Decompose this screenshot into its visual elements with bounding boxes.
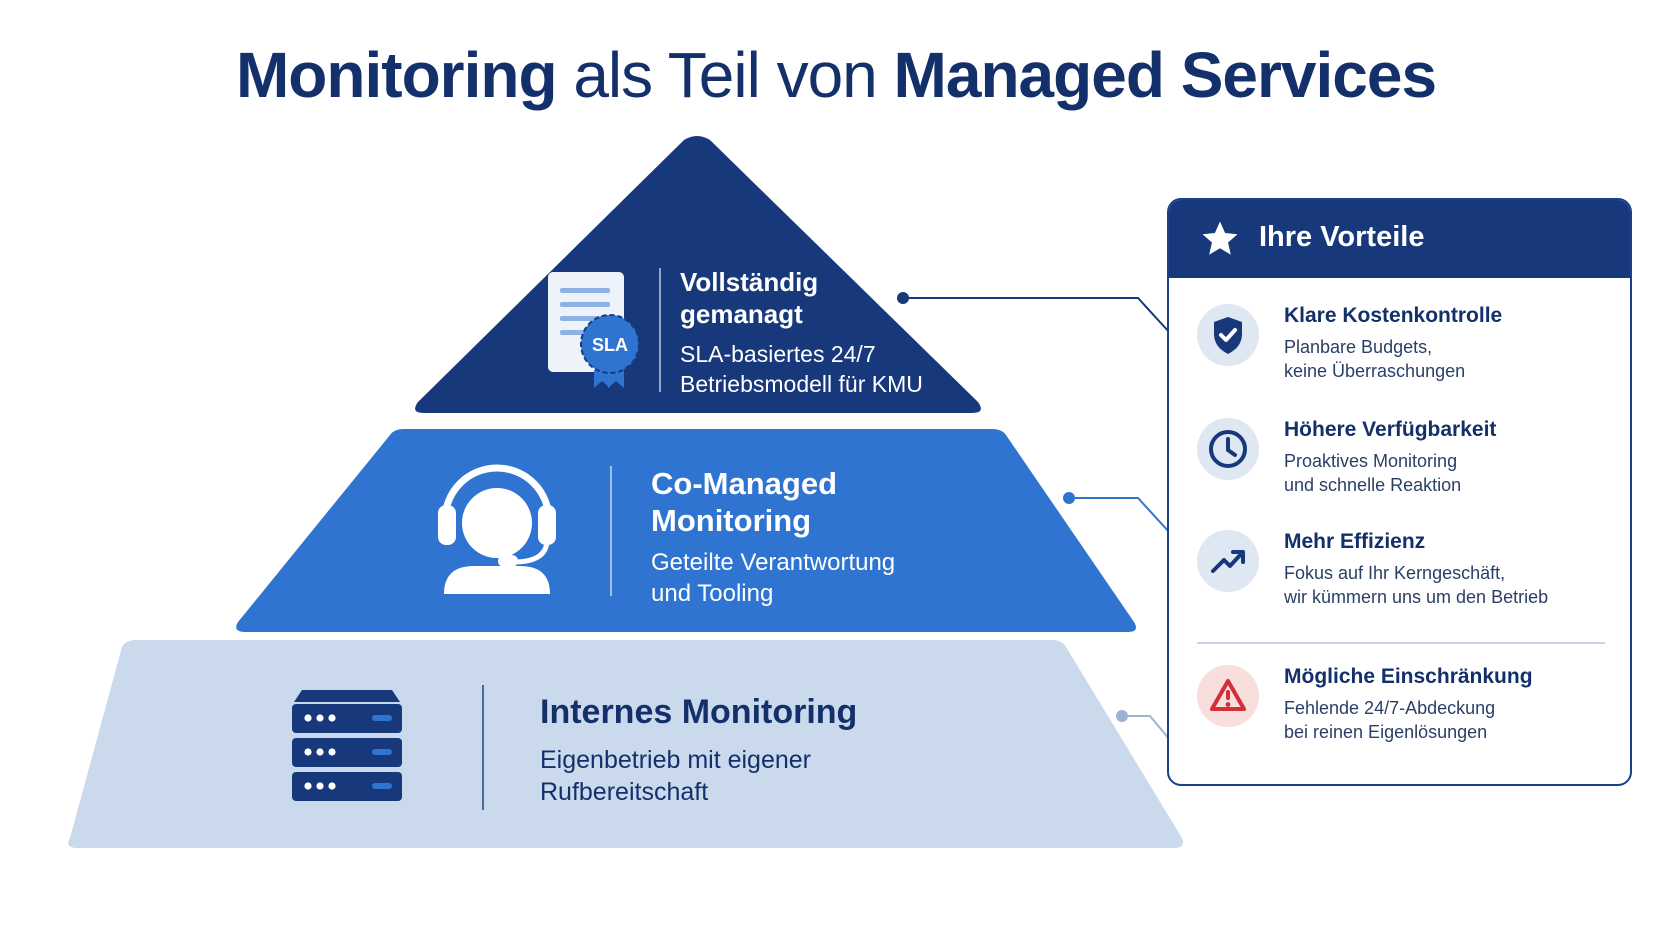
tier-fully-managed-heading-line1: Vollständig [680, 267, 819, 297]
benefit-efficiency-line1: Fokus auf Ihr Kerngeschäft, [1284, 563, 1506, 583]
tier-co-managed-description-line2: und Tooling [651, 580, 774, 607]
server-rack-icon [292, 690, 402, 801]
benefits-divider [1197, 642, 1605, 644]
shield-check-icon [1197, 304, 1259, 366]
benefit-efficiency-text: Fokus auf Ihr Kerngeschäft, wir kümmern … [1284, 561, 1548, 609]
sla-document-icon [548, 272, 640, 388]
tier-internal-description: Eigenbetrieb mit eigener Rufbereitschaft [540, 744, 811, 808]
connector-middle [1069, 497, 1171, 534]
connector-top [903, 297, 1171, 334]
star-icon [1199, 218, 1241, 265]
title-part-middle: als Teil von [556, 39, 894, 111]
warning-icon [1197, 665, 1259, 727]
connector-middle-dot [1063, 492, 1075, 504]
tier-co-managed-description-line1: Geteilte Verantwortung [651, 549, 896, 576]
benefits-panel: Ihre Vorteile Klare Kostenkontrolle Plan… [1167, 198, 1632, 786]
tier-fully-managed-description-line1: SLA-basiertes 24/7 [680, 341, 876, 367]
limitation-line2: bei reinen Eigenlösungen [1284, 722, 1488, 742]
benefit-cost-control-line2: keine Überraschungen [1284, 361, 1466, 381]
tier-fully-managed-description: SLA-basiertes 24/7 Betriebsmodell für KM… [680, 339, 923, 399]
title-part-monitoring: Monitoring [235, 39, 558, 111]
benefits-panel-title: Ihre Vorteile [1259, 221, 1425, 253]
benefit-availability-line1: Proaktives Monitoring [1284, 451, 1458, 471]
page-title: Monitoring als Teil von Managed Services [0, 38, 1672, 112]
connector-bottom-dot [1116, 710, 1128, 722]
benefit-cost-control-heading: Klare Kostenkontrolle [1284, 304, 1503, 327]
benefit-availability-heading: Höhere Verfügbarkeit [1284, 418, 1497, 441]
connector-lines [897, 292, 1171, 741]
tier-internal-description-line2: Rufbereitschaft [540, 778, 709, 806]
limitation-text: Fehlende 24/7-Abdeckung bei reinen Eigen… [1284, 696, 1495, 744]
tier-internal-description-line1: Eigenbetrieb mit eigener [540, 746, 811, 774]
tier-fully-managed-heading-line2: gemanagt [680, 299, 803, 329]
tier-co-managed-description: Geteilte Verantwortung und Tooling [651, 547, 895, 609]
tier-co-managed-heading-line2: Monitoring [651, 503, 812, 538]
benefit-cost-control-text: Planbare Budgets, keine Überraschungen [1284, 335, 1465, 383]
connector-top-dot [897, 292, 909, 304]
tier-fully-managed-description-line2: Betriebsmodell für KMU [680, 371, 923, 397]
limitation-line1: Fehlende 24/7-Abdeckung [1284, 698, 1496, 718]
connector-bottom [1122, 715, 1171, 741]
benefit-availability-text: Proaktives Monitoring und schnelle Reakt… [1284, 449, 1461, 497]
benefit-cost-control-line1: Planbare Budgets, [1284, 337, 1433, 357]
clock-icon [1197, 418, 1259, 480]
trend-up-icon [1197, 530, 1259, 592]
tier-co-managed-heading: Co-Managed Monitoring [651, 465, 837, 539]
tier-co-managed-heading-line1: Co-Managed [651, 466, 837, 501]
benefit-availability-line2: und schnelle Reaktion [1284, 475, 1462, 495]
tier-fully-managed-heading: Vollständig gemanagt [680, 266, 818, 330]
benefits-panel-header: Ihre Vorteile [1169, 200, 1630, 278]
headset-agent-icon [438, 464, 556, 594]
tier-internal-heading: Internes Monitoring [540, 693, 858, 731]
benefit-efficiency-line2: wir kümmern uns um den Betrieb [1284, 587, 1549, 607]
benefit-efficiency-heading: Mehr Effizienz [1284, 530, 1426, 553]
limitation-heading: Mögliche Einschränkung [1284, 665, 1533, 688]
title-part-managed-services: Managed Services [893, 39, 1437, 111]
sla-badge-text: SLA [592, 335, 628, 355]
